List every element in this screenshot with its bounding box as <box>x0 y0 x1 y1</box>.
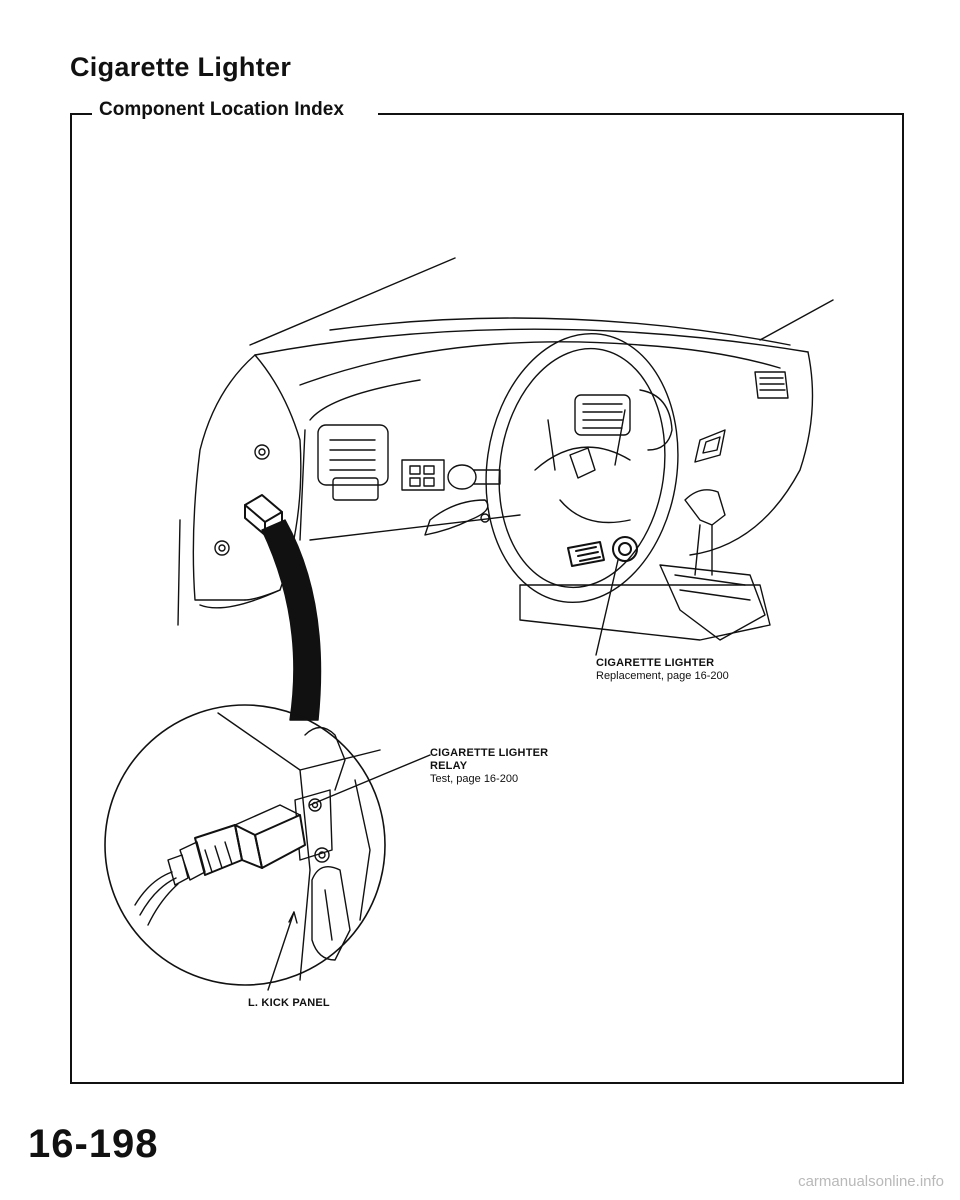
page-number: 16-198 <box>28 1122 159 1166</box>
frame-top-edge-left <box>70 113 92 115</box>
dashboard-outline <box>254 328 814 556</box>
right-vent <box>694 371 789 463</box>
kick-panel-leader-line <box>267 911 295 991</box>
left-door-panel <box>177 354 302 626</box>
index-frame <box>70 113 904 1084</box>
frame-top-edge-right <box>378 113 904 115</box>
cigarette-lighter-part <box>567 536 638 567</box>
steering-wheel <box>485 332 679 604</box>
callout-relay-ref: Test, page 16-200 <box>430 773 519 785</box>
detail-circle <box>104 704 386 986</box>
callout-kick-panel-name: L. KICK PANEL <box>248 997 330 1009</box>
callout-relay-name-1: CIGARETTE LIGHTER <box>430 747 549 759</box>
windshield-lines <box>249 257 834 346</box>
callout-lighter-ref: Replacement, page 16-200 <box>596 670 729 682</box>
page-title: Cigarette Lighter <box>70 52 292 82</box>
watermark: carmanualsonline.info <box>798 1173 944 1190</box>
callout-lighter-name: CIGARETTE LIGHTER <box>596 657 715 669</box>
dash-switches <box>401 459 501 491</box>
left-vent <box>317 424 389 501</box>
lower-dash <box>424 499 771 641</box>
lighter-leader-line <box>595 559 619 656</box>
callout-relay-name-2: RELAY <box>430 760 468 772</box>
detail-callout-wedge <box>261 519 322 721</box>
callout-kick-panel: L. KICK PANEL <box>248 997 330 1010</box>
shift-lever <box>659 489 766 641</box>
kick-panel-arrowhead <box>288 911 298 924</box>
callout-cigarette-lighter: CIGARETTE LIGHTER Replacement, page 16-2… <box>596 657 729 683</box>
section-title: Component Location Index <box>97 99 346 121</box>
center-vents <box>574 389 673 451</box>
callout-lighter-relay: CIGARETTE LIGHTER RELAY Test, page 16-20… <box>430 747 548 786</box>
